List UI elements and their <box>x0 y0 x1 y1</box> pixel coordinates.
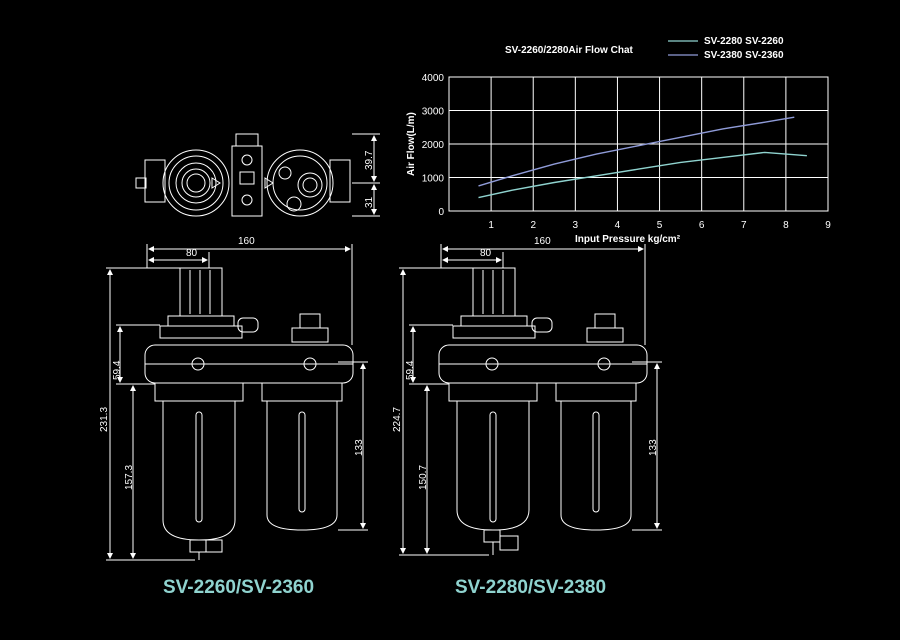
y-tick-label: 2000 <box>422 140 445 151</box>
dim-left-total-height: 231.3 <box>99 407 110 432</box>
dim-left-cap-height: 59.4 <box>112 360 123 380</box>
y-tick-label: 0 <box>438 207 444 218</box>
dim-left-body-height: 157.3 <box>124 465 135 490</box>
chart-grid <box>448 76 829 212</box>
dim-right-body-height: 150.7 <box>418 465 429 490</box>
legend-label-series-2: SV-2380 SV-2360 <box>704 50 784 61</box>
dim-right-total-height: 224.7 <box>392 407 403 432</box>
chart-y-axis-label: Air Flow(L/m) <box>406 112 417 176</box>
dim-left-bowl-height: 133 <box>354 439 365 456</box>
right-model-label: SV-2280/SV-2380 <box>455 577 606 598</box>
x-tick-label: 4 <box>615 220 621 231</box>
top-view-drawing <box>135 133 380 217</box>
legend-label-series-1: SV-2280 SV-2260 <box>704 36 784 47</box>
right-unit-drawing <box>399 244 662 556</box>
chart-series <box>478 116 807 199</box>
x-tick-label: 3 <box>573 220 579 231</box>
air-flow-chart: SV-2260/2280Air Flow Chat SV-2280 SV-226… <box>406 36 831 245</box>
series-line-1 <box>478 151 807 199</box>
x-tick-label: 6 <box>699 220 705 231</box>
x-tick-label: 5 <box>657 220 663 231</box>
left-model-label: SV-2260/SV-2360 <box>163 577 314 598</box>
y-tick-label: 3000 <box>422 107 445 118</box>
x-tick-label: 9 <box>825 220 831 231</box>
x-tick-label: 8 <box>783 220 789 231</box>
dim-left-half-width: 80 <box>186 248 198 259</box>
dim-left-total-width: 160 <box>238 236 255 247</box>
dim-top-height: 39.7 <box>364 150 375 170</box>
chart-x-axis-label: Input Pressure kg/cm² <box>575 234 681 245</box>
left-unit-drawing <box>106 244 368 561</box>
chart-title: SV-2260/2280Air Flow Chat <box>505 45 634 56</box>
dim-right-half-width: 80 <box>480 248 492 259</box>
chart-legend: SV-2280 SV-2260 SV-2380 SV-2360 <box>668 36 784 61</box>
x-tick-label: 1 <box>488 220 494 231</box>
chart-tick-labels: 1 2 3 4 5 6 7 8 9 0 1000 2000 3000 4000 <box>422 73 831 231</box>
x-tick-label: 7 <box>741 220 747 231</box>
y-tick-label: 1000 <box>422 174 445 185</box>
y-tick-label: 4000 <box>422 73 445 84</box>
dim-right-cap-height: 59.4 <box>405 360 416 380</box>
dim-top-depth: 31 <box>364 196 375 208</box>
series-line-2 <box>478 116 795 187</box>
dim-right-bowl-height: 133 <box>648 439 659 456</box>
x-tick-label: 2 <box>530 220 536 231</box>
dim-right-total-width: 160 <box>534 236 551 247</box>
